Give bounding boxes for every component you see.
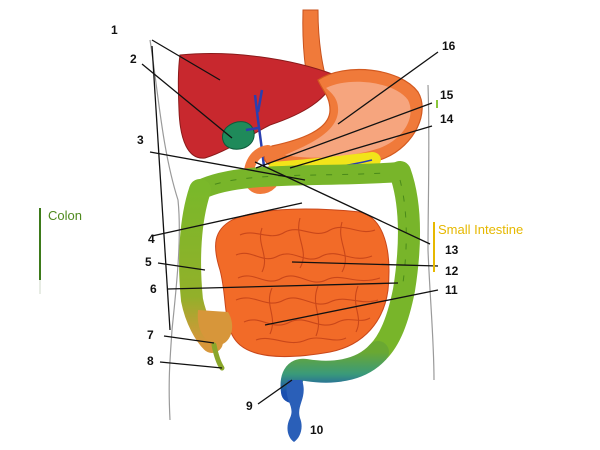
bile-duct <box>245 89 267 176</box>
label-16: 16 <box>442 39 456 53</box>
label-3: 3 <box>137 133 144 147</box>
label-13: 13 <box>445 243 459 257</box>
label-8: 8 <box>147 354 154 368</box>
leader-lines <box>141 39 439 405</box>
label-9: 9 <box>246 399 253 413</box>
transverse-colon <box>190 162 410 200</box>
label-15: 15 <box>440 88 454 102</box>
label-12: 12 <box>445 264 459 278</box>
stomach-lining <box>285 81 411 158</box>
label-11: 11 <box>445 283 458 297</box>
legend-small-intestine: Small Intestine <box>433 100 523 272</box>
cecum <box>197 310 233 345</box>
legend-colon: Colon <box>39 208 82 294</box>
appendix <box>211 342 225 371</box>
label-7: 7 <box>147 328 154 342</box>
label-5: 5 <box>145 255 152 269</box>
sigmoid-colon <box>280 341 389 403</box>
descending-colon <box>367 161 420 363</box>
label-6: 6 <box>150 282 157 296</box>
legend-small-intestine-label: Small Intestine <box>438 222 523 237</box>
label-10: 10 <box>310 423 324 437</box>
descending-colon-haustra <box>399 179 407 291</box>
label-2: 2 <box>130 52 137 66</box>
body-outline <box>149 39 435 421</box>
label-1: 1 <box>111 23 118 37</box>
label-group: 1 2 3 4 5 6 7 8 9 10 11 12 13 14 15 16 <box>111 23 459 437</box>
gallbladder <box>222 121 255 150</box>
label-14: 14 <box>440 112 454 126</box>
small-intestine-folds <box>235 217 381 344</box>
legend-colon-label: Colon <box>48 208 82 223</box>
rectum <box>286 380 304 442</box>
label-4: 4 <box>148 232 155 246</box>
transverse-colon-haustra <box>199 171 401 191</box>
